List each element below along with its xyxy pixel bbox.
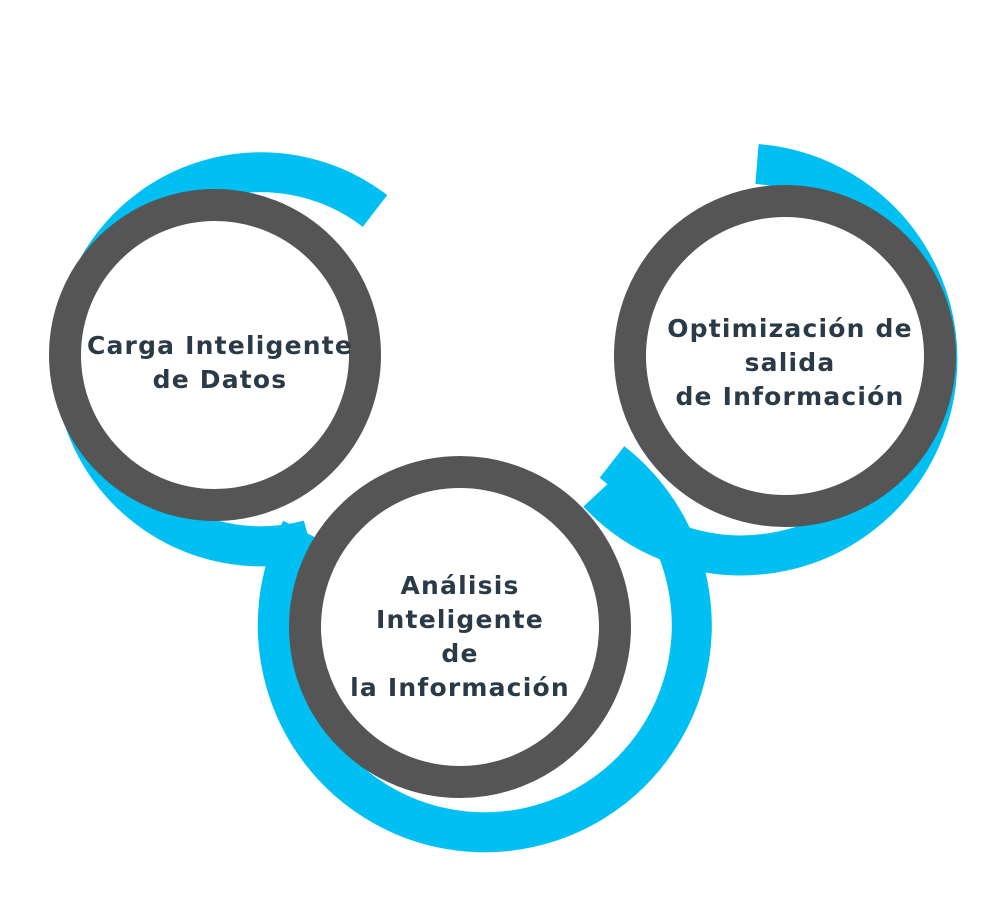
node-label-line: Inteligente: [376, 605, 544, 634]
accent-arc-center: [257, 446, 712, 853]
node-label-line: de Información: [675, 382, 905, 411]
node-label-line: salida: [744, 348, 836, 377]
node-label-optimizacion: Optimización de salida de Información: [655, 312, 925, 414]
node-label-line: de: [441, 639, 479, 668]
node-ring-right: [614, 185, 956, 527]
node-label-line: Análisis: [400, 571, 520, 600]
node-ring-center: [289, 456, 631, 798]
node-ring-left: [49, 189, 381, 521]
node-label-carga: Carga Inteligente de Datos: [80, 329, 360, 397]
node-label-line: de Datos: [152, 365, 288, 394]
node-label-line: la Información: [350, 673, 570, 702]
node-label-line: Optimización de: [667, 314, 913, 343]
node-label-analisis: Análisis Inteligente de la Información: [330, 569, 590, 705]
node-label-line: Carga Inteligente: [86, 331, 354, 360]
